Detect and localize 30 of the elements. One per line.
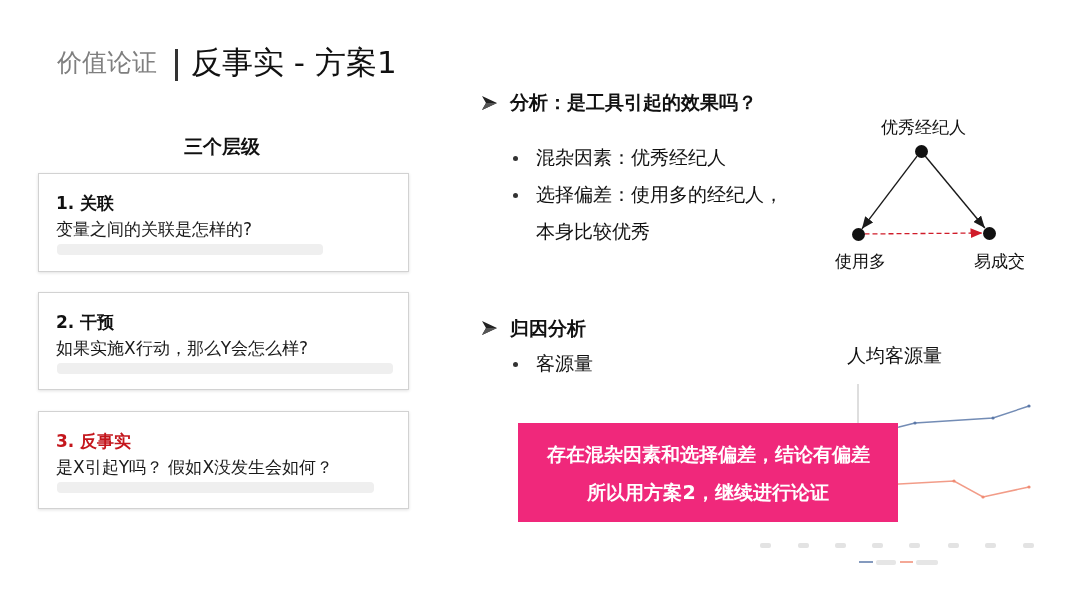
node-label: 优秀经纪人 bbox=[880, 117, 966, 137]
bullet-text: 选择偏差：使用多的经纪人，本身比较优秀 bbox=[536, 182, 784, 244]
slide-title: 反事实 - 方案1 bbox=[191, 44, 397, 82]
section-label: 价值论证 bbox=[57, 48, 157, 78]
node-label: 使用多 bbox=[834, 251, 886, 271]
level-card bbox=[38, 173, 409, 272]
card-heading: 2. 干预 bbox=[56, 311, 115, 333]
bullet-text: 客源量 bbox=[536, 352, 593, 375]
card-heading: 3. 反事实 bbox=[56, 430, 132, 452]
node-dot bbox=[914, 144, 928, 158]
card-text: 如果实施X行动，那么Y会怎么样? bbox=[56, 337, 309, 359]
card-text: 是X引起Y吗？ 假如X没发生会如何？ bbox=[56, 456, 334, 478]
bullet-heading: 归因分析 bbox=[510, 317, 586, 340]
level-card bbox=[38, 292, 409, 390]
bullet-text: 混杂因素：优秀经纪人 bbox=[536, 146, 726, 169]
card-heading: 1. 关联 bbox=[56, 192, 115, 214]
arrow bbox=[924, 155, 986, 229]
chart-title: 人均客源量 bbox=[847, 344, 942, 367]
arrow bbox=[861, 155, 918, 230]
banner-text: 存在混杂因素和选择偏差，结论有偏差 bbox=[546, 441, 870, 466]
node-dot bbox=[982, 226, 996, 240]
list-heading: 三个层级 bbox=[183, 135, 261, 158]
dashed-arrow bbox=[863, 228, 984, 239]
node-dot bbox=[851, 227, 865, 241]
banner-text: 所以用方案2，继续进行论证 bbox=[587, 479, 829, 504]
bullet-heading: 分析：是工具引起的效果吗？ bbox=[510, 91, 757, 114]
level-card bbox=[38, 411, 409, 509]
conclusion-banner bbox=[518, 423, 898, 522]
card-text: 变量之间的关联是怎样的? bbox=[56, 218, 253, 240]
node-label: 易成交 bbox=[973, 251, 1025, 271]
